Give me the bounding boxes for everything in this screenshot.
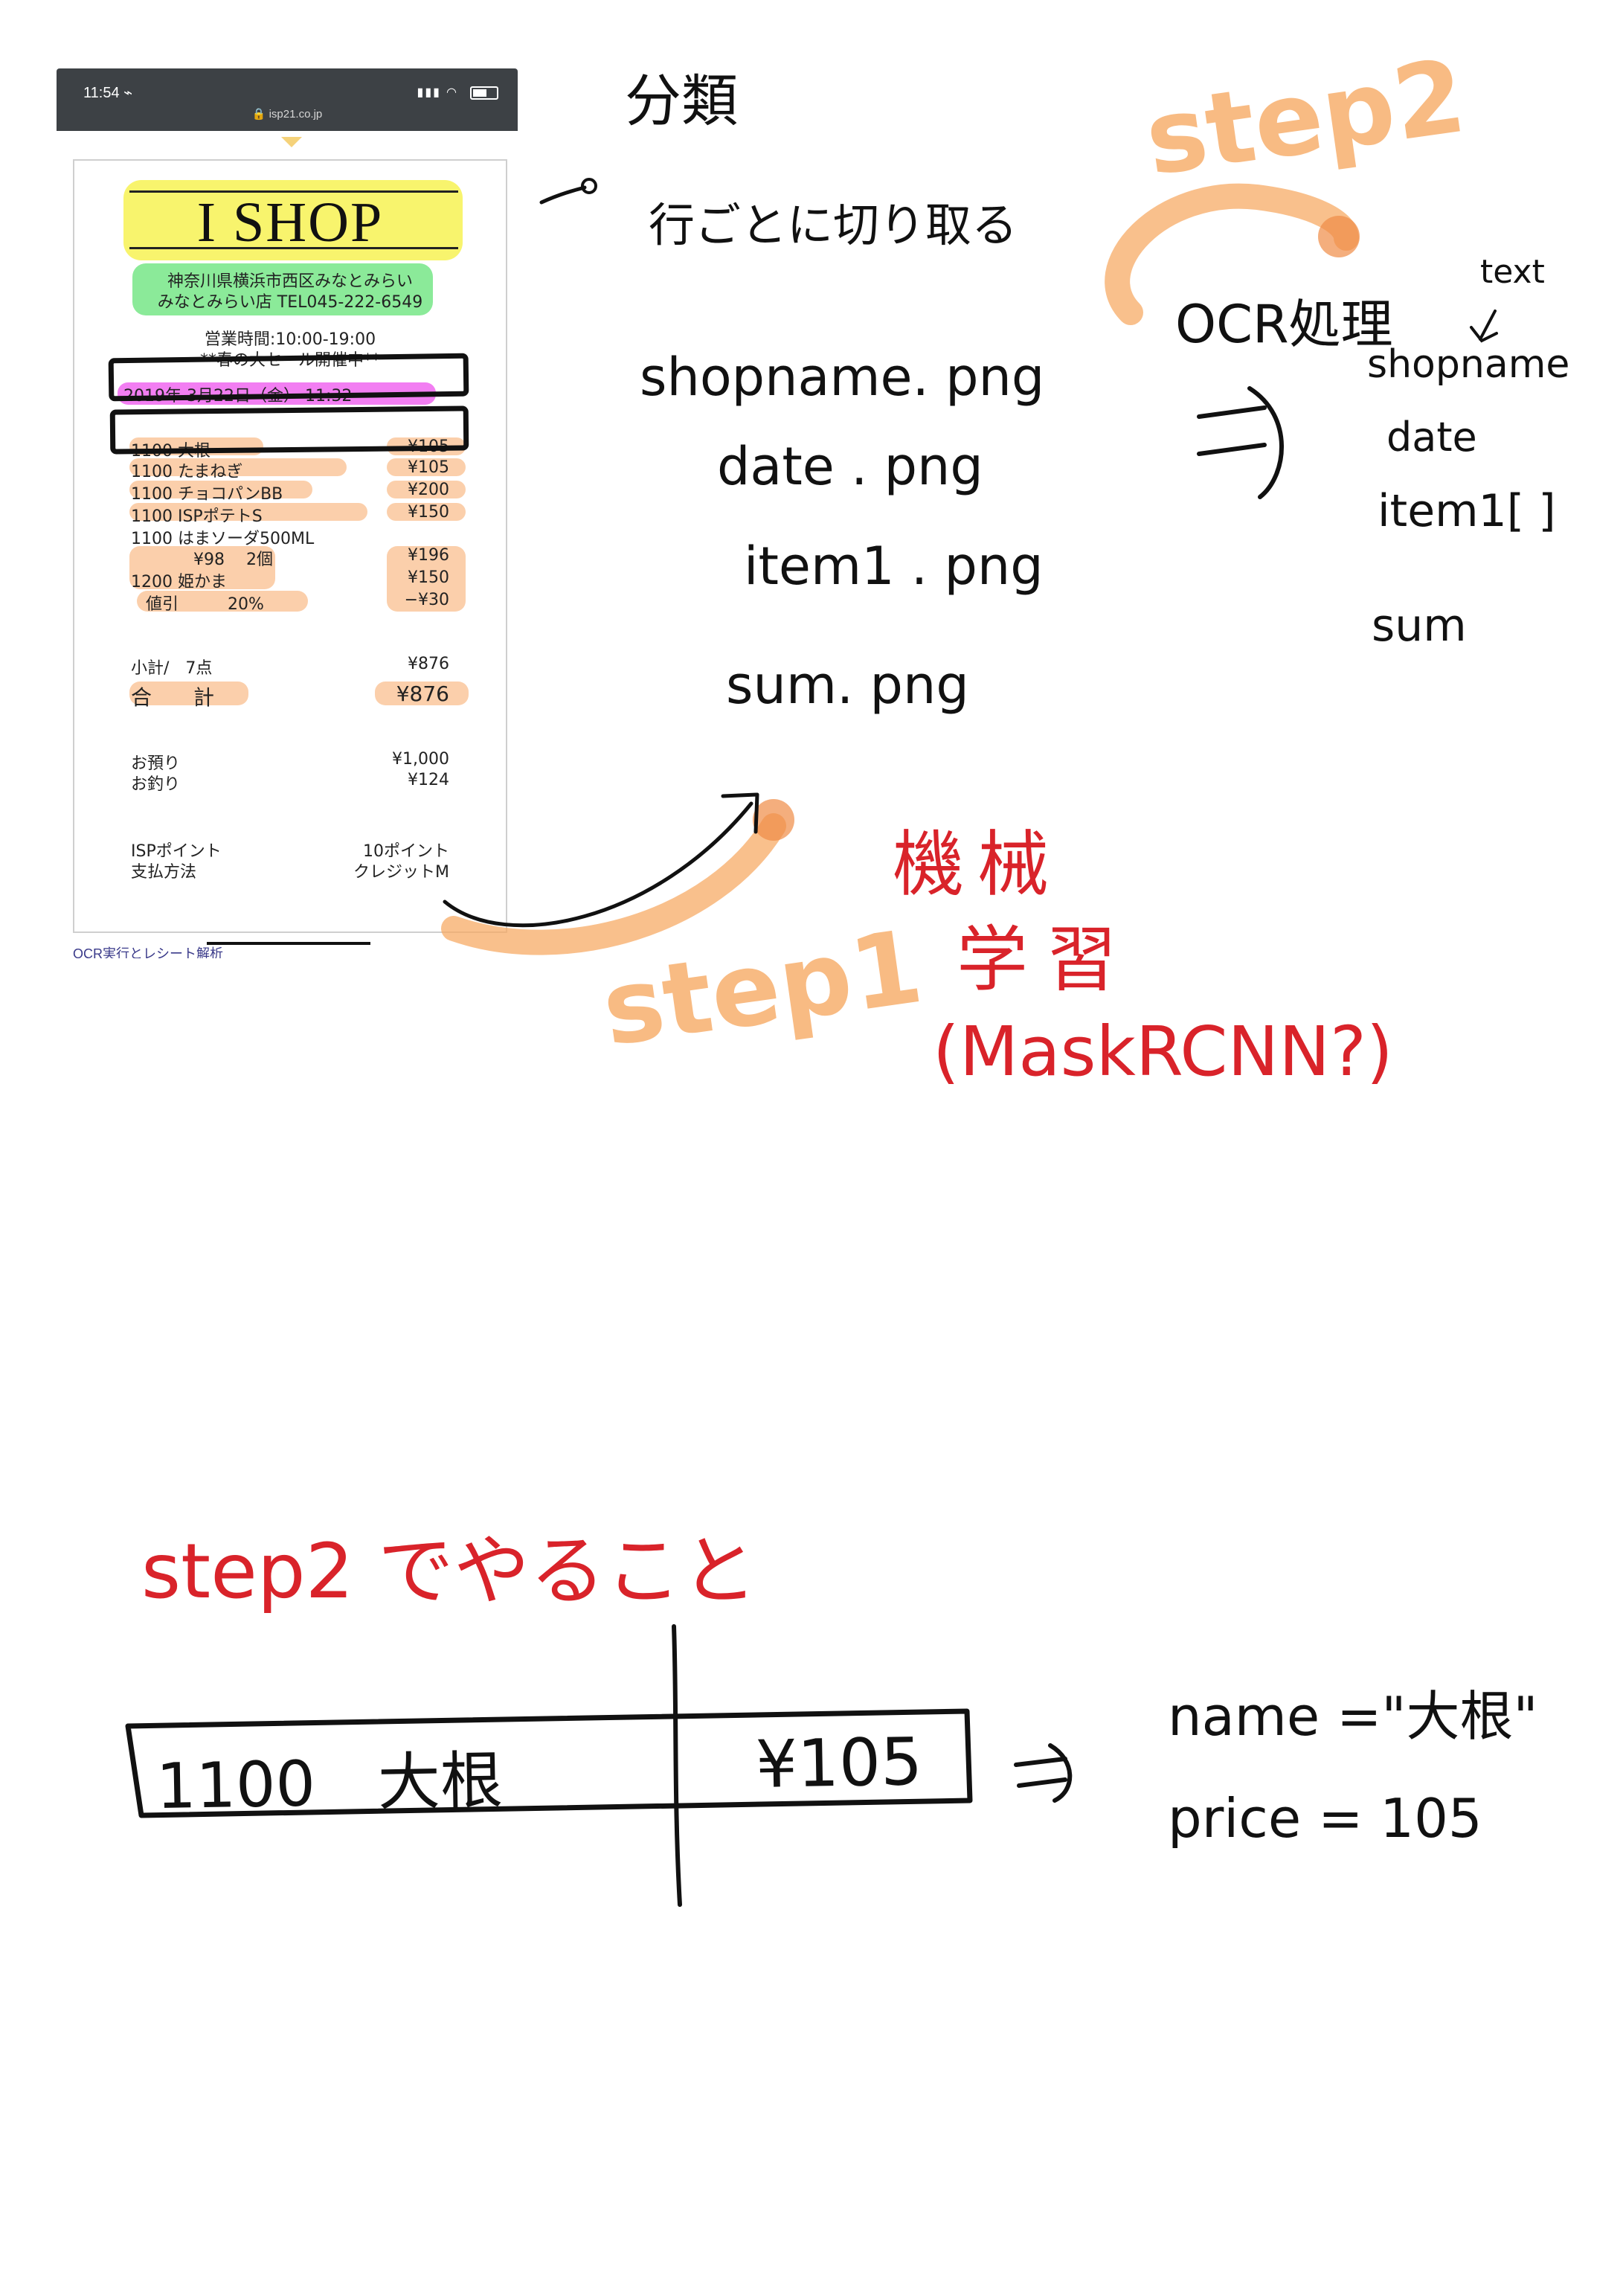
subtotal-value: ¥876 — [408, 655, 449, 673]
item-price: ¥105 — [408, 458, 449, 477]
ocr-note: OCR処理 — [1175, 294, 1393, 355]
text-arrow — [1470, 310, 1498, 343]
page-footer-text: OCR実行とレシート解析 — [73, 946, 223, 958]
item-price: ¥150 — [408, 568, 449, 587]
shop-name: I SHOP — [196, 191, 384, 254]
footer-scroll-bar — [207, 942, 370, 945]
sale-notice: **春の大セール開催中** — [199, 351, 380, 370]
receipt-image: I SHOP 神奈川県横浜市西区みなとみらい みなとみらい店 TEL045-22… — [73, 159, 507, 933]
item-highlight — [129, 437, 263, 455]
field-name: item1[ ] — [1378, 485, 1556, 537]
result-price: price = 105 — [1168, 1787, 1482, 1850]
field-name: sum — [1372, 600, 1467, 652]
split-line — [672, 1624, 682, 1907]
item-highlight — [137, 591, 308, 612]
file-name: sum. png — [726, 655, 969, 716]
item-highlight — [129, 503, 367, 521]
date-highlight — [118, 382, 436, 405]
points-label: ISPポイント — [131, 842, 222, 861]
ml-note: 学習 — [957, 918, 1135, 1001]
payment-value: クレジットM — [353, 863, 449, 882]
file-name: shopname. png — [640, 347, 1045, 408]
item-price: ¥196 — [408, 546, 449, 565]
subtotal-label: 小計/ 7点 — [131, 659, 213, 678]
deposit-value: ¥1,000 — [392, 750, 449, 769]
payment-label: 支払方法 — [131, 863, 197, 882]
item-name: 1100 ISPポテトS — [131, 507, 263, 526]
text-note: text — [1480, 253, 1545, 291]
item-highlight — [387, 546, 466, 612]
crop-per-line-note: 行ごとに切り取る — [649, 198, 1018, 252]
item-highlight — [387, 503, 466, 521]
item-price: ¥200 — [408, 481, 449, 499]
address-line: 神奈川県横浜市西区みなとみらい — [167, 272, 413, 291]
result-arrow — [1014, 1743, 1073, 1803]
points-value: 10ポイント — [363, 842, 449, 861]
item-price: ¥150 — [408, 503, 449, 522]
total-label: 合 計 — [131, 685, 215, 710]
address-line: みなとみらい店 TEL045-222-6549 — [157, 293, 423, 312]
deposit-label: お預り — [131, 754, 181, 773]
total-highlight — [129, 682, 248, 705]
item-quantity: ¥98 2個 — [193, 551, 273, 569]
item-highlight — [129, 481, 312, 498]
step2-heading: step2 でやること — [141, 1527, 757, 1616]
signal-wifi-icon: ▮▮▮ ◠ — [417, 85, 458, 99]
title-rule — [129, 190, 458, 193]
change-label: お釣り — [131, 775, 181, 794]
classify-note: 分類 — [625, 68, 738, 134]
item-highlight — [387, 458, 466, 476]
step1-arrow — [441, 813, 786, 955]
item-highlight — [129, 458, 347, 476]
file-name: item1 . png — [744, 536, 1044, 597]
total-highlight — [375, 682, 469, 705]
receipt-to-files-arrow — [443, 801, 753, 928]
item-name: 1100 チョコパンBB — [131, 485, 283, 504]
hours-text: 営業時間:10:00-19:00 — [204, 330, 376, 349]
field-name: shopname — [1367, 342, 1570, 387]
discount-value: −¥30 — [404, 591, 449, 609]
result-name: name ="大根" — [1168, 1685, 1538, 1748]
field-name: date — [1386, 414, 1477, 461]
caret-icon — [281, 137, 302, 147]
total-value: ¥876 — [396, 682, 449, 706]
example-item-text: 1100 大根 — [155, 1743, 504, 1824]
item-highlight — [387, 437, 466, 455]
step1-arrow-head — [753, 799, 794, 841]
change-value: ¥124 — [408, 771, 449, 789]
address-highlight — [132, 263, 433, 315]
discount-label: 値引 20% — [146, 595, 264, 614]
pointer-dot — [581, 178, 597, 194]
item-highlight — [387, 481, 466, 498]
item-price: ¥105 — [408, 437, 449, 456]
url-bar[interactable]: 🔒 isp21.co.jp — [251, 108, 323, 121]
item-name: 1100 はまソーダ500ML — [131, 530, 315, 548]
example-price-text: ¥105 — [755, 1723, 923, 1803]
ml-note: 機械 — [893, 823, 1062, 906]
item-name: 1200 姫かま — [131, 573, 227, 591]
arrow-head — [721, 792, 759, 834]
item-highlight — [129, 546, 275, 589]
file-name: date . png — [717, 436, 983, 497]
maskrcnn-note: (MaskRCNN?) — [933, 1012, 1393, 1091]
item-name: 1100 たまねぎ — [131, 463, 243, 481]
phone-status-bar: 11:54 ⌁ ▮▮▮ ◠ 🔒 isp21.co.jp — [57, 68, 518, 131]
status-time: 11:54 ⌁ — [83, 85, 133, 101]
pointer-line — [539, 185, 587, 205]
title-rule — [129, 247, 458, 249]
battery-icon — [470, 86, 498, 100]
item-name: 1100 大根 — [131, 442, 210, 461]
step2-arrow-head — [1318, 216, 1360, 257]
implies-arrow — [1197, 386, 1284, 499]
receipt-datetime: 2019年 3月22日（金） 11:32 — [123, 387, 353, 405]
example-crop-box — [125, 1708, 973, 1818]
